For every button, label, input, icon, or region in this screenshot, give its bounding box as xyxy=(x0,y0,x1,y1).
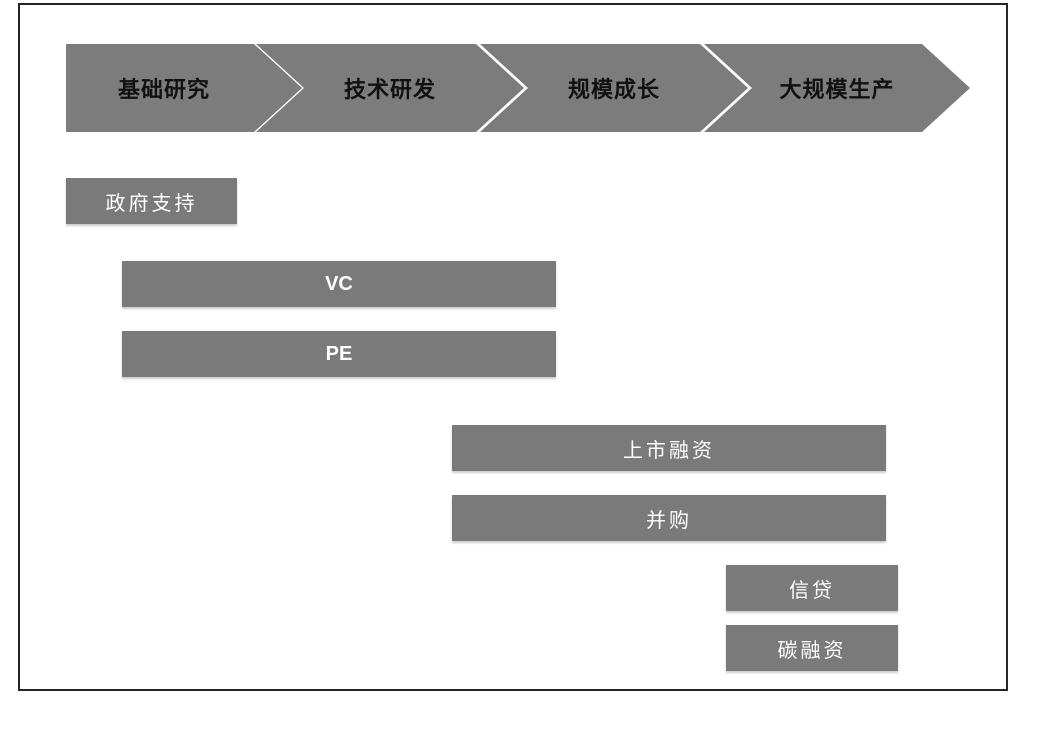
financing-label: 信贷 xyxy=(789,577,835,602)
financing-label: 上市融资 xyxy=(623,437,715,462)
financing-label: 并购 xyxy=(646,507,692,532)
stage-label: 大规模生产 xyxy=(779,77,895,103)
financing-label: PE xyxy=(325,342,353,365)
stage-label: 基础研究 xyxy=(117,77,210,103)
stage-flow: 基础研究 技术研发 规模成长 大规模生产 xyxy=(66,44,970,132)
financing-label: 碳融资 xyxy=(777,637,847,662)
financing-ipo: 上市融资 xyxy=(452,425,886,471)
stage-label: 规模成长 xyxy=(567,77,660,103)
stage-label: 技术研发 xyxy=(343,77,436,103)
financing-label: VC xyxy=(325,272,353,295)
financing-government-support: 政府支持 xyxy=(66,178,237,224)
financing-carbon: 碳融资 xyxy=(726,625,898,671)
financing-label: 政府支持 xyxy=(105,190,198,215)
stage-basic-research: 基础研究 xyxy=(66,44,302,132)
financing-vc: VC xyxy=(122,261,556,307)
financing-pe: PE xyxy=(122,331,556,377)
financing-credit: 信贷 xyxy=(726,565,898,611)
stage-scale-growth: 规模成长 xyxy=(480,44,748,132)
financing-mna: 并购 xyxy=(452,495,886,541)
